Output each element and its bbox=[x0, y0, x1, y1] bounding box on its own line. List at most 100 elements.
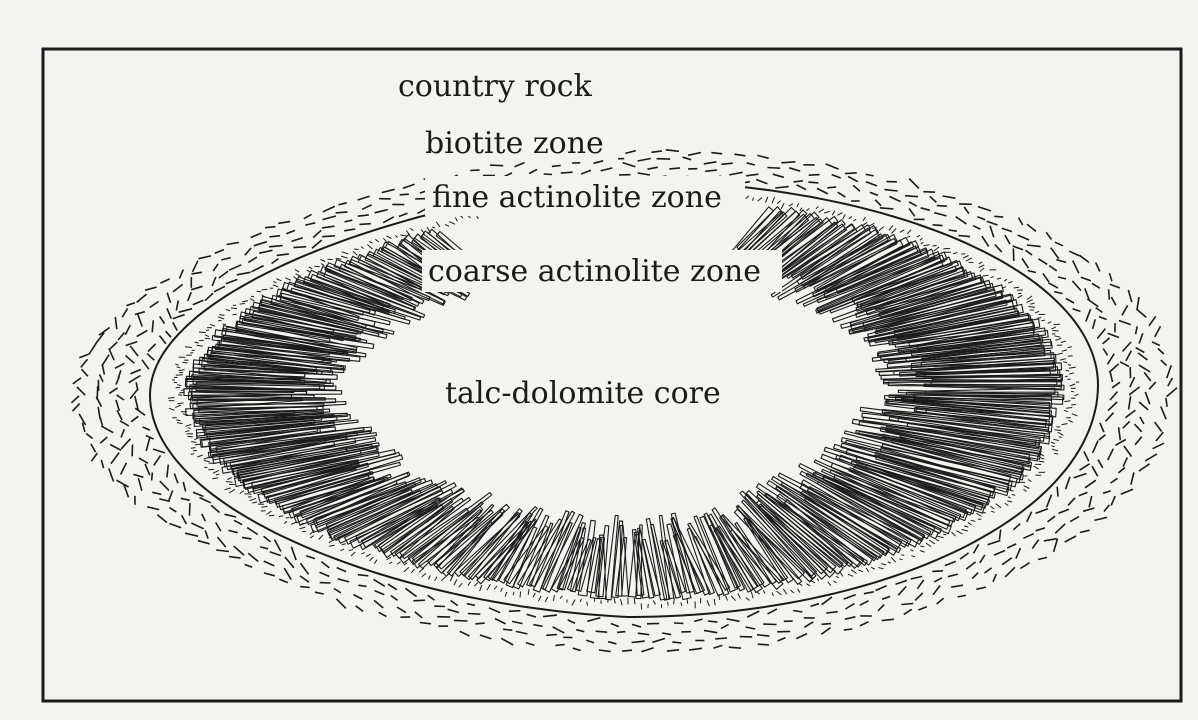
fine-actinolite-tick bbox=[369, 242, 372, 244]
biotite-dash bbox=[987, 221, 998, 225]
biotite-dash bbox=[358, 585, 366, 586]
biotite-dash bbox=[734, 154, 745, 156]
biotite-dash bbox=[958, 595, 966, 597]
biotite-dash bbox=[1110, 392, 1117, 400]
biotite-dash bbox=[921, 208, 930, 211]
biotite-dash bbox=[1103, 349, 1107, 356]
biotite-dash bbox=[1119, 427, 1121, 440]
fine-actinolite-tick bbox=[1074, 394, 1078, 395]
biotite-dash bbox=[1023, 534, 1033, 539]
biotite-dash bbox=[191, 523, 203, 529]
biotite-dash bbox=[226, 279, 238, 283]
fine-actinolite-tick bbox=[1055, 338, 1061, 340]
biotite-dash bbox=[489, 608, 500, 613]
biotite-dash bbox=[115, 363, 124, 368]
biotite-dash bbox=[189, 503, 190, 516]
biotite-dash bbox=[845, 173, 857, 174]
fine-actinolite-tick bbox=[205, 335, 209, 337]
biotite-dash bbox=[359, 224, 370, 225]
fine-actinolite-tick bbox=[917, 236, 920, 237]
biotite-dash bbox=[1085, 288, 1089, 300]
biotite-dash bbox=[1086, 309, 1091, 321]
biotite-dash bbox=[135, 408, 145, 415]
biotite-dash bbox=[269, 246, 283, 247]
fine-actinolite-tick bbox=[257, 291, 262, 292]
biotite-dash bbox=[973, 226, 980, 229]
fine-actinolite-tick bbox=[474, 583, 478, 587]
biotite-dash bbox=[400, 194, 409, 195]
fine-actinolite-tick bbox=[177, 423, 183, 424]
fine-actinolite-tick bbox=[1024, 489, 1027, 491]
biotite-dash bbox=[251, 233, 262, 238]
biotite-dash bbox=[167, 293, 170, 303]
biotite-dash bbox=[1134, 424, 1141, 432]
biotite-dash bbox=[73, 378, 81, 384]
biotite-dash bbox=[667, 650, 679, 651]
fine-actinolite-tick bbox=[1064, 401, 1070, 402]
biotite-dash bbox=[284, 568, 291, 580]
fine-actinolite-tick bbox=[349, 550, 353, 551]
biotite-dash bbox=[1081, 277, 1091, 280]
fine-actinolite-tick bbox=[1055, 336, 1061, 337]
fine-actinolite-tick bbox=[1063, 362, 1067, 363]
fine-actinolite-tick bbox=[837, 213, 842, 216]
fine-actinolite-tick bbox=[979, 265, 985, 268]
biotite-dash bbox=[405, 588, 416, 596]
biotite-dash bbox=[568, 620, 575, 624]
biotite-dash bbox=[793, 611, 802, 613]
fine-actinolite-tick bbox=[273, 282, 276, 283]
biotite-dash bbox=[746, 174, 758, 176]
biotite-dash bbox=[336, 212, 348, 213]
biotite-dash bbox=[1056, 260, 1066, 263]
fine-actinolite-tick bbox=[1012, 494, 1015, 495]
biotite-dash bbox=[1019, 218, 1023, 225]
fine-actinolite-tick bbox=[212, 478, 218, 479]
biotite-dash bbox=[91, 453, 97, 461]
fine-actinolite-tick bbox=[422, 573, 426, 576]
fine-actinolite-tick bbox=[979, 262, 982, 264]
biotite-dash bbox=[756, 180, 767, 184]
biotite-dash bbox=[160, 336, 166, 344]
fine-actinolite-tick bbox=[319, 535, 323, 540]
fine-actinolite-tick bbox=[168, 398, 175, 399]
biotite-dash bbox=[301, 563, 309, 574]
biotite-dash bbox=[573, 648, 581, 650]
biotite-dash bbox=[864, 592, 874, 594]
biotite-dash bbox=[958, 236, 970, 237]
biotite-dash bbox=[1073, 309, 1081, 312]
fine-actinolite-tick bbox=[920, 551, 924, 553]
biotite-dash bbox=[1137, 297, 1139, 310]
biotite-dash bbox=[632, 641, 645, 642]
fine-actinolite-tick bbox=[920, 546, 924, 547]
biotite-dash bbox=[1110, 372, 1112, 382]
fine-actinolite-tick bbox=[400, 235, 406, 236]
fine-actinolite-tick bbox=[218, 317, 224, 319]
biotite-dash bbox=[1123, 421, 1130, 428]
biotite-dash bbox=[320, 572, 330, 576]
biotite-dash bbox=[305, 223, 315, 225]
biotite-dash bbox=[285, 557, 294, 568]
biotite-dash bbox=[362, 205, 372, 210]
biotite-dash bbox=[1092, 283, 1100, 288]
biotite-dash bbox=[1074, 474, 1087, 478]
fine-actinolite-tick bbox=[216, 474, 220, 475]
fine-actinolite-tick bbox=[1065, 376, 1068, 377]
biotite-dash bbox=[136, 382, 138, 390]
fine-actinolite-tick bbox=[276, 279, 281, 281]
biotite-dash bbox=[768, 609, 778, 614]
biotite-dash bbox=[1048, 516, 1056, 522]
biotite-dash bbox=[264, 573, 275, 576]
biotite-dash bbox=[383, 217, 394, 223]
biotite-dash bbox=[358, 196, 370, 200]
biotite-dash bbox=[882, 596, 890, 599]
biotite-dash bbox=[884, 190, 897, 191]
biotite-dash bbox=[1106, 413, 1114, 422]
coarse-actinolite-zone-label: coarse actinolite zone bbox=[428, 254, 761, 289]
biotite-dash bbox=[988, 541, 1001, 545]
fine-actinolite-tick bbox=[824, 211, 830, 213]
fine-actinolite-tick bbox=[901, 555, 904, 556]
biotite-dash bbox=[344, 229, 355, 231]
fine-actinolite-tick bbox=[751, 592, 753, 599]
